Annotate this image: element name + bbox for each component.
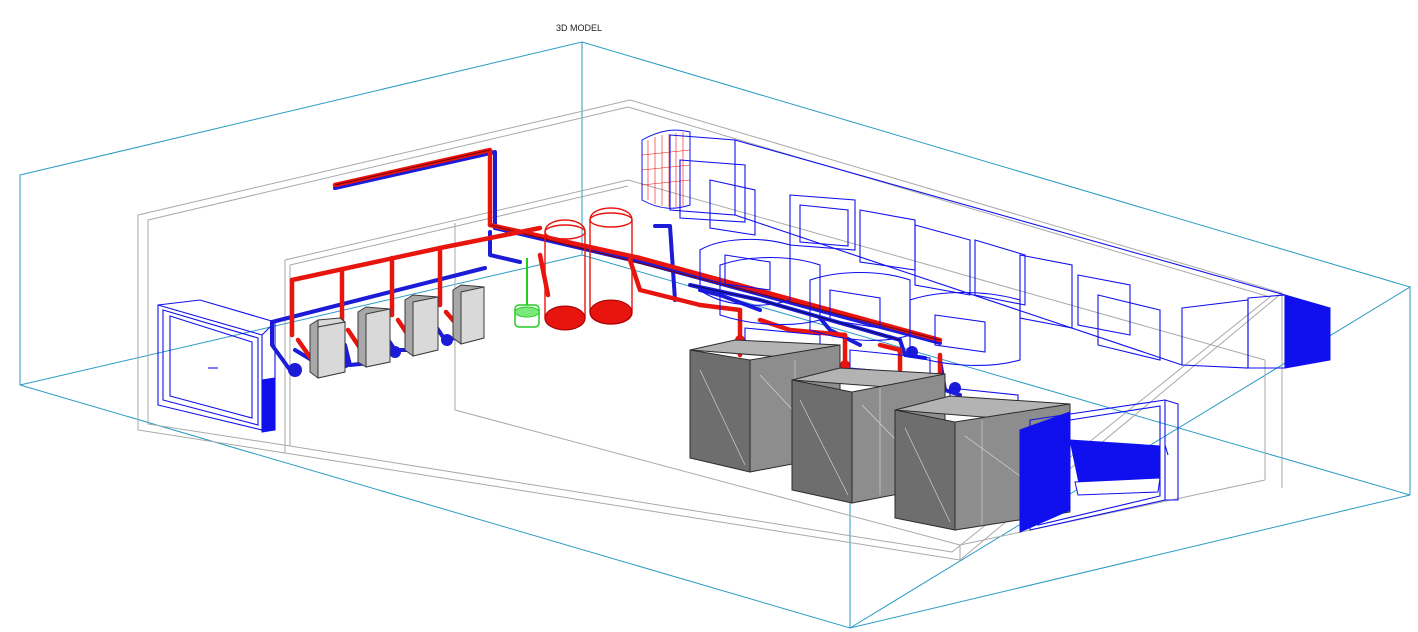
supply-ductwork bbox=[641, 129, 1331, 413]
expansion-vessel bbox=[514, 258, 540, 328]
buffer-tanks bbox=[544, 207, 633, 331]
boiler-2 bbox=[357, 306, 391, 368]
left-wall-louvre bbox=[157, 299, 276, 433]
boiler-3 bbox=[404, 294, 439, 357]
view-title: 3D MODEL bbox=[556, 23, 603, 33]
boiler-4 bbox=[452, 284, 485, 345]
boilers bbox=[309, 284, 485, 379]
right-wall-louvre bbox=[1019, 399, 1179, 533]
air-handling-units bbox=[689, 339, 1071, 531]
boiler-1 bbox=[309, 317, 347, 379]
